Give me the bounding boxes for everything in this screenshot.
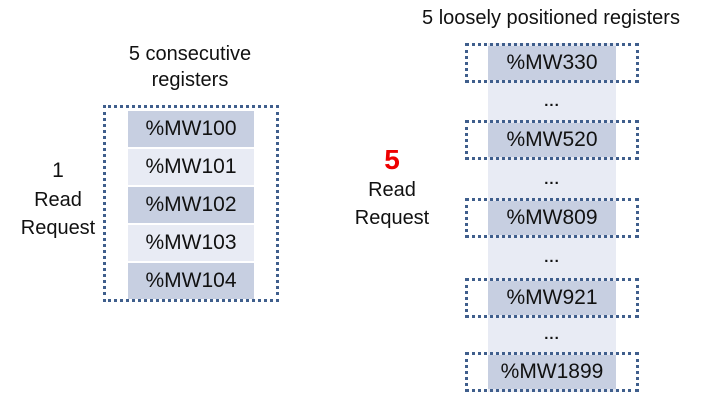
register-box: %MW809 xyxy=(465,198,639,238)
register-label: %MW520 xyxy=(506,128,598,151)
ellipsis-gap: ... xyxy=(544,326,560,343)
left-request-count: 1 xyxy=(52,159,64,182)
register-cell-band xyxy=(488,123,616,157)
register-box: %MW520 xyxy=(465,120,639,160)
left-request-word-request: Request xyxy=(20,217,96,239)
right-request-count: 5 xyxy=(384,144,400,175)
left-read-request-label: 1 Read Request xyxy=(8,156,108,242)
register-label: %MW1899 xyxy=(500,360,604,383)
register-label: %MW809 xyxy=(506,206,598,229)
right-read-request-label: 5 Read Request xyxy=(342,143,442,232)
right-request-word-request: Request xyxy=(354,207,430,229)
register-cell: %MW101 xyxy=(128,149,254,185)
ellipsis-gap: ... xyxy=(544,171,560,188)
register-cell-band xyxy=(488,355,616,389)
ellipsis-gap: ... xyxy=(544,93,560,110)
register-cell: %MW102 xyxy=(128,187,254,223)
ellipsis-gap: ... xyxy=(544,249,560,266)
register-label: %MW921 xyxy=(506,286,598,309)
consecutive-registers-title: 5 consecutive registers xyxy=(128,43,252,91)
right-request-word-read: Read xyxy=(368,179,416,201)
register-cell: %MW103 xyxy=(128,225,254,261)
register-box: %MW921 xyxy=(465,278,639,318)
register-cell-band xyxy=(488,46,616,80)
register-cell-band xyxy=(488,201,616,235)
left-request-word-read: Read xyxy=(34,189,82,211)
loose-registers-title: 5 loosely positioned registers xyxy=(422,7,680,29)
register-label: %MW330 xyxy=(506,51,598,74)
register-cell: %MW104 xyxy=(128,263,254,299)
register-box: %MW1899 xyxy=(465,352,639,392)
register-cell-band xyxy=(488,281,616,315)
consecutive-register-table: %MW100 %MW101 %MW102 %MW103 %MW104 xyxy=(103,105,279,302)
register-cell: %MW100 xyxy=(128,111,254,147)
register-box: %MW330 xyxy=(465,43,639,83)
